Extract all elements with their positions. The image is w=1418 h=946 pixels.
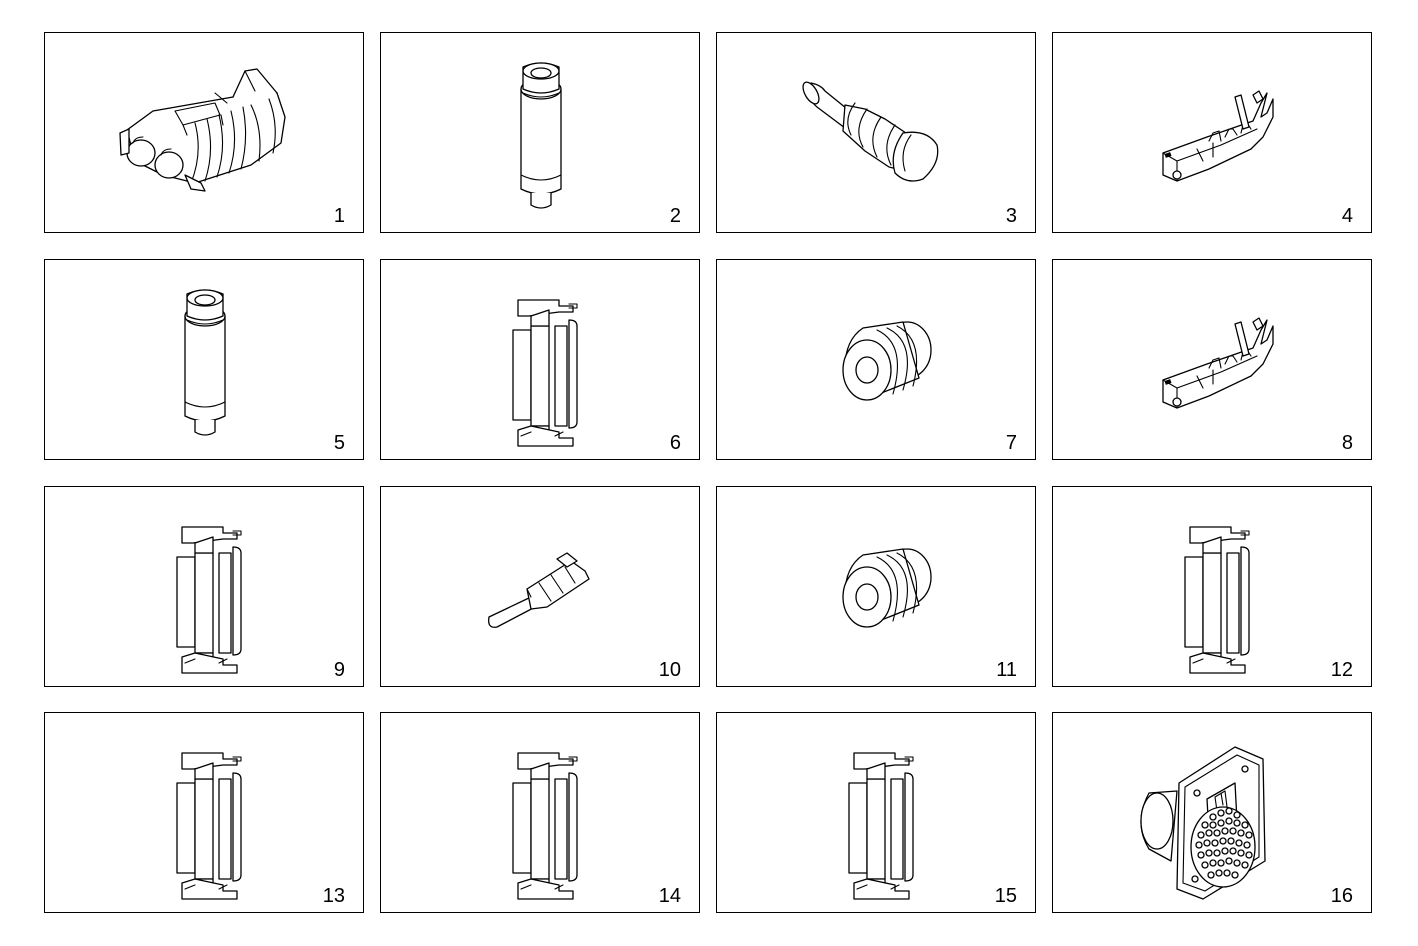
part-number: 3 — [1005, 205, 1017, 227]
part-number: 2 — [669, 205, 681, 227]
part-cell[interactable]: 8 — [1052, 259, 1372, 460]
part-number: 6 — [669, 432, 681, 454]
part-number: 7 — [1005, 432, 1017, 454]
part-number: 1 — [333, 205, 345, 227]
cable-seal-long-icon — [45, 260, 365, 461]
part-cell[interactable]: 14 — [380, 712, 700, 913]
part-cell[interactable]: 13 — [44, 712, 364, 913]
crimp-terminal-female-icon — [1053, 33, 1373, 234]
two-way-connector-housing-icon — [45, 33, 365, 234]
locking-clip-icon — [45, 713, 365, 914]
blind-plug-icon — [717, 33, 1037, 234]
part-cell[interactable]: 9 — [44, 486, 364, 687]
part-cell[interactable]: 16 — [1052, 712, 1372, 913]
part-cell[interactable]: 10 — [380, 486, 700, 687]
part-number: 16 — [1330, 885, 1353, 907]
crimp-terminal-female-icon — [1053, 260, 1373, 461]
part-number: 13 — [322, 885, 345, 907]
part-number: 11 — [996, 659, 1017, 681]
part-number: 14 — [658, 885, 681, 907]
part-cell[interactable]: 2 — [380, 32, 700, 233]
flat-blade-terminal-icon — [381, 487, 701, 688]
single-wire-seal-icon — [717, 487, 1037, 688]
part-cell[interactable]: 15 — [716, 712, 1036, 913]
part-number: 15 — [994, 885, 1017, 907]
locking-clip-icon — [381, 713, 701, 914]
cable-seal-long-icon — [381, 33, 701, 234]
part-number: 12 — [1330, 659, 1353, 681]
part-cell[interactable]: 1 — [44, 32, 364, 233]
locking-clip-icon — [45, 487, 365, 688]
locking-clip-icon — [717, 713, 1037, 914]
part-cell[interactable]: 6 — [380, 259, 700, 460]
part-number: 4 — [1341, 205, 1353, 227]
locking-clip-icon — [1053, 487, 1373, 688]
part-number: 9 — [333, 659, 345, 681]
part-cell[interactable]: 4 — [1052, 32, 1372, 233]
part-cell[interactable]: 12 — [1052, 486, 1372, 687]
part-number: 5 — [333, 432, 345, 454]
round-multipin-connector-icon — [1053, 713, 1373, 914]
part-number: 10 — [658, 659, 681, 681]
part-cell[interactable]: 7 — [716, 259, 1036, 460]
part-cell[interactable]: 3 — [716, 32, 1036, 233]
single-wire-seal-icon — [717, 260, 1037, 461]
part-number: 8 — [1341, 432, 1353, 454]
part-cell[interactable]: 11 — [716, 486, 1036, 687]
locking-clip-icon — [381, 260, 701, 461]
part-cell[interactable]: 5 — [44, 259, 364, 460]
